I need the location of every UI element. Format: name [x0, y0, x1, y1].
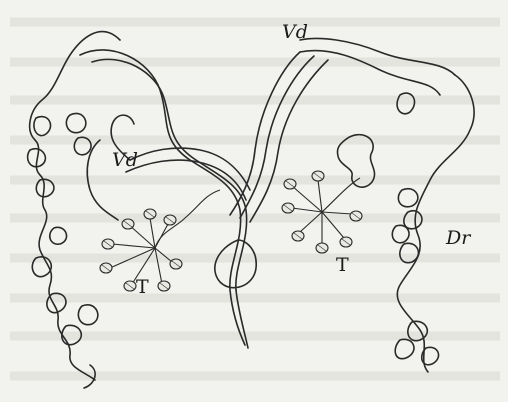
label-vd-top: Vd [282, 21, 308, 43]
right-testis-cluster [282, 135, 375, 253]
left-gland-coil [28, 32, 120, 388]
label-t-left: T [136, 276, 149, 298]
right-gland-coil [392, 75, 474, 372]
label-vd-left: Vd [112, 149, 138, 171]
label-dr: Dr [445, 227, 472, 249]
label-t-right: T [336, 254, 349, 276]
left-testis-cluster [100, 190, 220, 291]
